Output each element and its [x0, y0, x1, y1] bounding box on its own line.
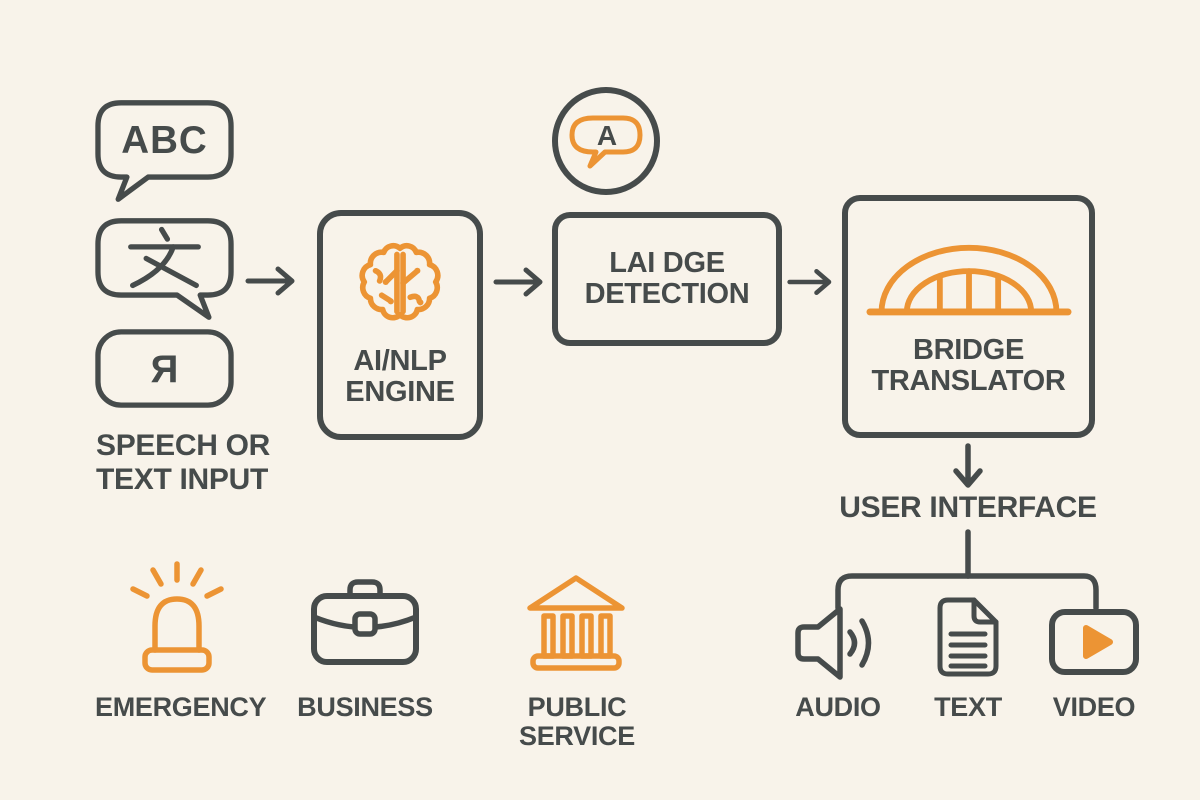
detection-label-line2: DETECTION: [584, 278, 750, 310]
arrow-down-icon: [953, 443, 983, 488]
bridge-icon: [865, 244, 1072, 316]
engine-label: AI/NLP ENGINE: [345, 345, 455, 409]
arrow-right-icon-3: [787, 269, 832, 295]
use-case-label-emergency: EMERGENCY: [95, 692, 267, 722]
output-label-text: TEXT: [934, 692, 1002, 722]
detection-label-line1: LAI DGE: [609, 246, 725, 279]
input-label-line2: TEXT INPUT: [96, 463, 269, 496]
bridge-label: BRIDGE TRANSLATOR: [871, 334, 1066, 398]
detection-box: LAI DGE DETECTION: [552, 212, 782, 346]
input-label: SPEECH OR TEXT INPUT: [96, 429, 336, 497]
engine-label-line2: ENGINE: [345, 376, 455, 409]
arrow-right-icon-2: [493, 267, 543, 297]
engine-label-line1: AI/NLP: [353, 345, 447, 377]
badge-letter: A: [597, 120, 617, 151]
brain-icon: [359, 242, 441, 321]
document-icon: [937, 597, 999, 677]
speech-bubble-abc-icon: ABC: [95, 100, 234, 202]
bubble-cyrillic-text: Я: [151, 348, 179, 391]
cjk-character-glyph: [128, 226, 201, 289]
engine-box: AI/NLP ENGINE: [317, 210, 483, 440]
speaker-icon: [795, 606, 872, 680]
siren-icon: [130, 561, 224, 673]
use-case-label-public-service: PUBLIC SERVICE: [519, 692, 635, 752]
speech-bubble-cjk-icon: [95, 218, 234, 320]
user-interface-label: USER INTERFACE: [839, 491, 1097, 524]
output-label-audio: AUDIO: [795, 692, 881, 722]
arrow-right-icon-1: [245, 266, 295, 296]
output-label-video: VIDEO: [1052, 692, 1136, 722]
bridge-label-line2: TRANSLATOR: [871, 365, 1066, 398]
detection-label: LAI DGE DETECTION: [584, 246, 750, 311]
use-case-label-business: BUSINESS: [297, 692, 433, 722]
speech-bubble-a-icon: A: [552, 87, 660, 195]
bubble-abc-text: ABC: [121, 119, 207, 162]
speech-bubble-cyrillic-icon: Я: [95, 329, 234, 408]
bridge-box: BRIDGE TRANSLATOR: [842, 195, 1095, 438]
briefcase-icon: [311, 579, 419, 665]
input-label-line1: SPEECH OR: [96, 429, 271, 462]
video-play-icon: [1049, 609, 1139, 675]
branch-bracket: [835, 529, 1099, 611]
bank-icon: [527, 575, 625, 671]
brain-synapse-dots: [382, 267, 424, 306]
bridge-label-line1: BRIDGE: [913, 334, 1024, 366]
